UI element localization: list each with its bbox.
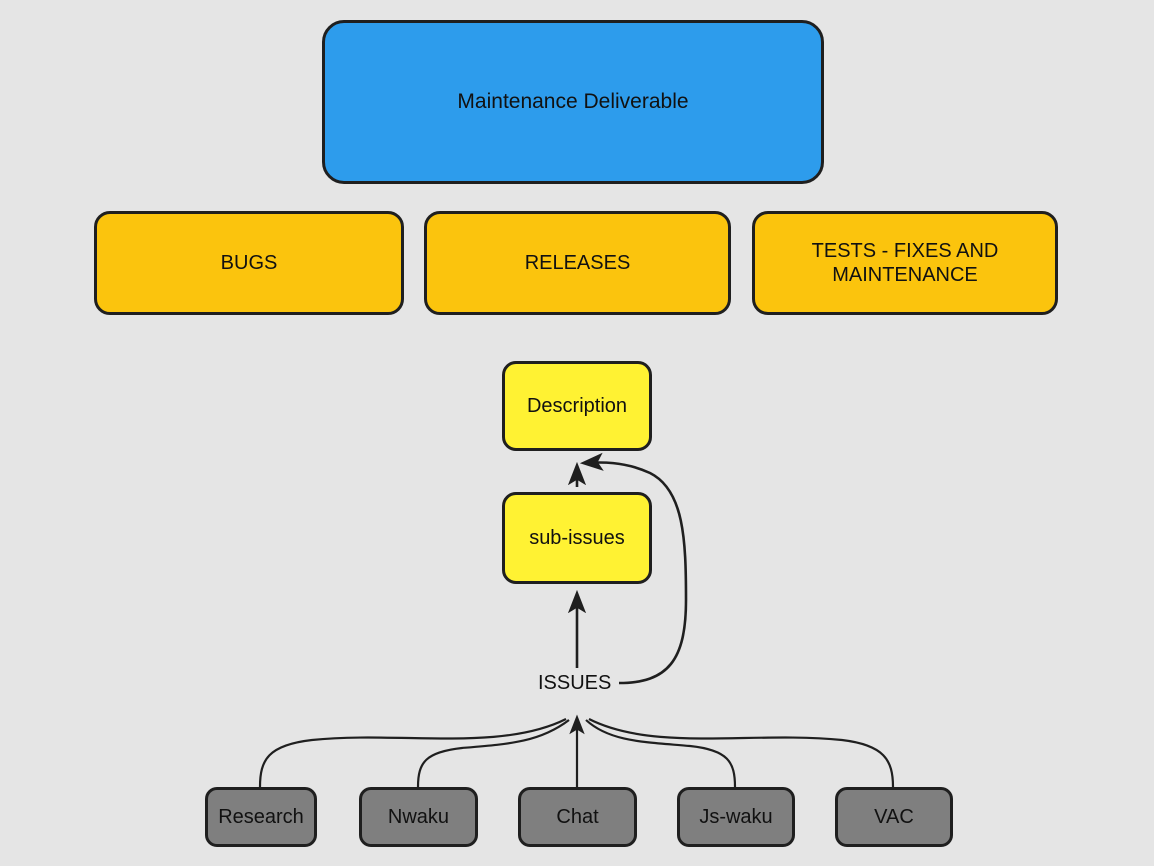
- edge-label-issues: ISSUES: [535, 672, 615, 695]
- node-category-releases[interactable]: RELEASES: [424, 211, 731, 315]
- edge-vac-to-issues: [588, 718, 895, 788]
- node-maintenance-deliverable[interactable]: Maintenance Deliverable: [322, 20, 824, 184]
- node-category-tests-fixes-and-maintenance[interactable]: TESTS - FIXES AND MAINTENANCE: [752, 211, 1058, 315]
- node-source-js-waku[interactable]: Js-waku: [677, 787, 795, 847]
- edge-jswaku-to-issues: [585, 719, 737, 788]
- node-category-bugs[interactable]: BUGS: [94, 211, 404, 315]
- node-description[interactable]: Description: [502, 361, 652, 451]
- edge-research-to-issues: [258, 718, 567, 788]
- node-source-vac[interactable]: VAC: [835, 787, 953, 847]
- node-source-research[interactable]: Research: [205, 787, 317, 847]
- edge-nwaku-to-issues: [416, 719, 570, 788]
- node-source-nwaku[interactable]: Nwaku: [359, 787, 478, 847]
- node-sub-issues[interactable]: sub-issues: [502, 492, 652, 584]
- node-source-chat[interactable]: Chat: [518, 787, 637, 847]
